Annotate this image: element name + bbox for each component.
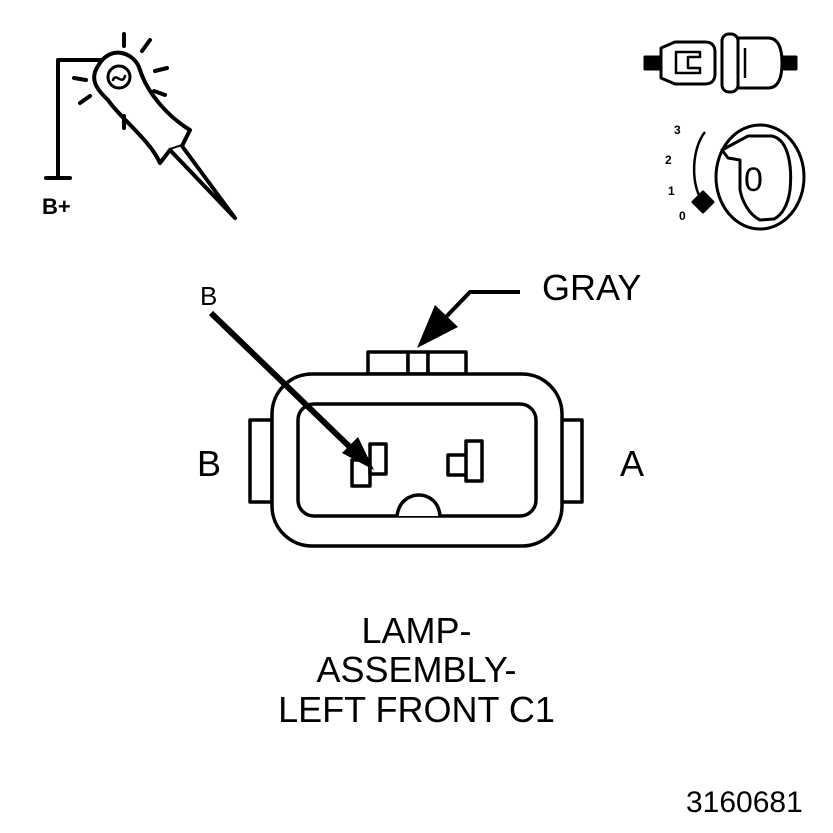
- test-light-probe: [92, 50, 192, 165]
- terminal-b: [350, 442, 388, 488]
- supply-label: B+: [42, 194, 71, 219]
- right-cavity-label: A: [620, 443, 645, 484]
- test-light-tip: [168, 144, 237, 220]
- connector-face: [248, 350, 584, 548]
- key-notch: [395, 493, 442, 517]
- title-line-2: ASSEMBLY-: [316, 649, 517, 690]
- ignition-position-2: 2: [665, 153, 672, 167]
- lock-tab-right: [426, 350, 468, 376]
- title-line-1: LAMP-: [361, 610, 472, 651]
- lock-tab-mid: [406, 350, 430, 376]
- glow-rays: [72, 32, 169, 130]
- figure-number: 3160681: [686, 786, 803, 819]
- ignition-key-icon: [691, 123, 806, 231]
- wire-color-label: GRAY: [542, 267, 642, 308]
- ignition-key-label: 0: [744, 161, 763, 199]
- left-latch: [248, 418, 274, 504]
- terminal-b-callout-arrow: [208, 310, 374, 470]
- gray-callout-arrow: [417, 290, 520, 348]
- ignition-marker: [691, 190, 715, 214]
- disconnected-connector-icon: [643, 32, 798, 94]
- ignition-position-3: 3: [674, 123, 681, 137]
- test-light-lead: [56, 58, 102, 180]
- callout-terminal-label: B: [200, 281, 218, 311]
- test-light-icon: [44, 32, 237, 220]
- lock-tab-left: [366, 350, 410, 376]
- ignition-position-0: 0: [679, 209, 686, 223]
- title-line-3: LEFT FRONT C1: [278, 689, 555, 730]
- bulb-icon: [106, 64, 132, 90]
- ignition-position-1: 1: [668, 184, 675, 198]
- left-cavity-label: B: [197, 443, 222, 484]
- terminal-a: [446, 439, 484, 483]
